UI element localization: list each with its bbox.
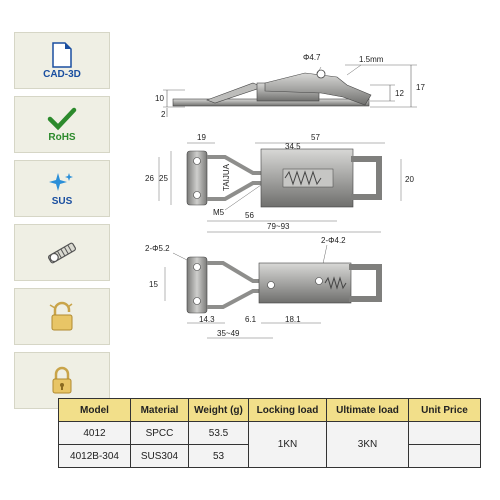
padlock-broken-icon: [49, 301, 73, 330]
side-view: Φ4.7 1.5mm 10 2 12 17: [155, 53, 425, 119]
bottom-spring: [324, 276, 347, 290]
bottom-keeper-plate: [186, 256, 208, 314]
col-unit-price: Unit Price: [408, 398, 481, 422]
table-row: 4012 SPCC 53.5 1KN 3KN: [58, 421, 481, 468]
top-view: 19 57 34.5 TAIJUA 26 25 20 M5 56 79~93: [145, 133, 414, 233]
screw-icon: [48, 242, 76, 263]
cell-model: 4012B-304: [58, 444, 131, 468]
dim-thickness: 1.5mm: [359, 55, 384, 64]
dim-6-1: 6.1: [245, 315, 257, 324]
dim-34-5: 34.5: [285, 142, 301, 151]
tile-sus[interactable]: SUS: [14, 160, 110, 217]
tile-cad-3d[interactable]: CAD-3D: [14, 32, 110, 89]
table-header-row: Model Material Weight (g) Locking load U…: [58, 398, 481, 422]
tile-rohs[interactable]: RoHS: [14, 96, 110, 153]
tile-label: SUS: [51, 195, 73, 207]
padlock-icon: [52, 366, 72, 393]
tile-padlock-broken[interactable]: [14, 288, 110, 345]
dim-25: 25: [159, 174, 168, 183]
top-keeper-plate: [186, 150, 208, 206]
dim-h12: 12: [395, 89, 404, 98]
tile-screw[interactable]: [14, 224, 110, 281]
dim-m5: M5: [213, 208, 225, 217]
top-hook: [351, 156, 382, 200]
cell-material: SPCC: [130, 421, 189, 445]
dim-15: 15: [149, 280, 158, 289]
dim-20: 20: [405, 175, 414, 184]
cell-weight: 53: [188, 444, 249, 468]
cell-material: SUS304: [130, 444, 189, 468]
bottom-wire-loop: [207, 261, 263, 309]
dim-56: 56: [245, 211, 254, 220]
table-row: 4012B-304 SUS304 53: [58, 444, 481, 468]
technical-drawing: Φ4.7 1.5mm 10 2 12 17 19 57 34.5 TAIJUA …: [145, 53, 425, 339]
spec-table: Model Material Weight (g) Locking load U…: [58, 398, 481, 468]
col-locking-load: Locking load: [248, 398, 327, 422]
top-spring: [284, 170, 322, 186]
dim-h17: 17: [416, 83, 425, 92]
dim-hole-dia: Φ4.7: [303, 53, 321, 62]
dim-26: 26: [145, 174, 154, 183]
bottom-view: 2-Φ5.2 2-Φ4.2 15 14.3 6.1 18.1 35~49: [145, 236, 382, 339]
dim-57: 57: [311, 133, 320, 142]
rohs-check-icon: [47, 107, 77, 130]
cell-locking-load: 1KN: [248, 421, 327, 468]
cell-unit-price[interactable]: [408, 421, 481, 445]
col-model: Model: [58, 398, 131, 422]
cell-model: 4012: [58, 421, 131, 445]
dim-35-49: 35~49: [217, 329, 240, 338]
cell-unit-price[interactable]: [408, 444, 481, 468]
tile-label: RoHS: [48, 131, 76, 143]
dim-79-93: 79~93: [267, 222, 290, 231]
cell-ultimate-load: 3KN: [326, 421, 409, 468]
side-hinge-pin: [316, 69, 326, 79]
feature-sidebar: CAD-3D RoHS SUS: [14, 32, 112, 416]
cad-file-icon: [52, 41, 72, 68]
dim-h2: 2: [161, 110, 166, 119]
top-wire-loop: [207, 155, 267, 201]
col-weight: Weight (g): [188, 398, 249, 422]
dim-holes-left: 2-Φ5.2: [145, 244, 170, 253]
cell-weight: 53.5: [188, 421, 249, 445]
dim-19: 19: [197, 133, 206, 142]
bottom-hook: [349, 264, 382, 302]
dim-18-1: 18.1: [285, 315, 301, 324]
dim-holes-right: 2-Φ4.2: [321, 236, 346, 245]
col-material: Material: [130, 398, 189, 422]
dim-h10: 10: [155, 94, 164, 103]
col-ultimate-load: Ultimate load: [326, 398, 409, 422]
dim-14-3: 14.3: [199, 315, 215, 324]
brand-mark: TAIJUA: [222, 163, 231, 191]
sus-sparkle-icon: [49, 172, 73, 191]
tile-label: CAD-3D: [43, 68, 81, 80]
